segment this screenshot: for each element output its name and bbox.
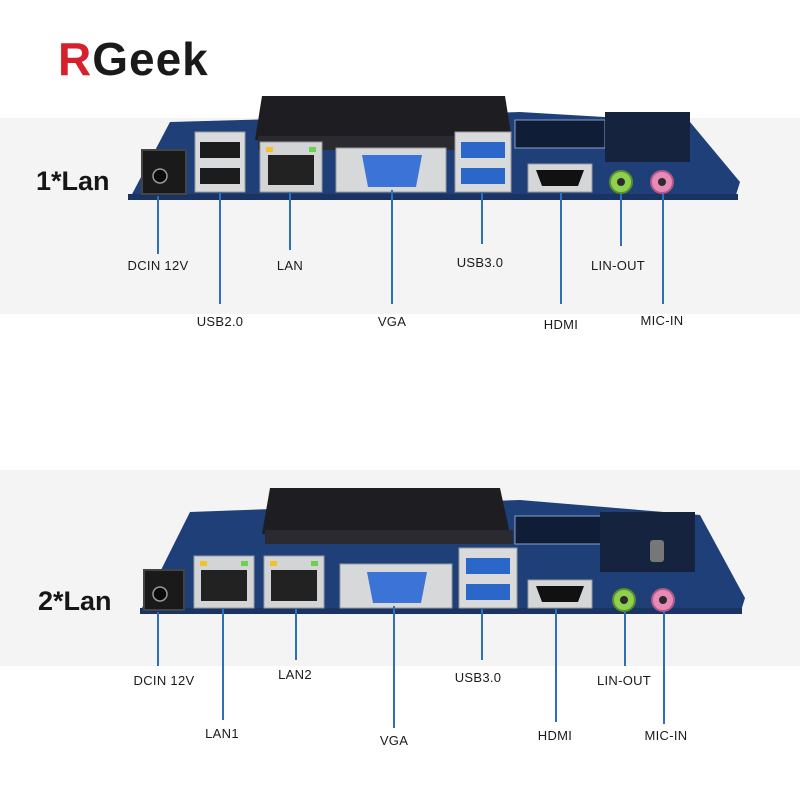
lan1-led-right: [241, 561, 248, 566]
leader-vga-2: [393, 606, 395, 728]
brand-logo-r: R: [58, 33, 93, 85]
leader-usb3-1: [481, 192, 483, 244]
lan1-socket: [201, 570, 247, 601]
label-vga-1: VGA: [377, 314, 407, 329]
leader-hdmi-2: [555, 608, 557, 722]
leader-hdmi-1: [560, 192, 562, 304]
usb2-port-bottom: [200, 168, 240, 184]
label-dcin-1: DCIN 12V: [127, 258, 189, 273]
brand-logo: RGeek: [58, 36, 209, 82]
label-lineout-2: LIN-OUT: [596, 673, 652, 688]
usb3-port-top: [466, 558, 510, 574]
label-hdmi-1: HDMI: [543, 317, 579, 332]
label-usb2: USB2.0: [196, 314, 244, 329]
m2-slot: [514, 515, 604, 545]
dc-jack-hole: [152, 586, 168, 602]
label-lan1: LAN1: [205, 726, 239, 741]
leader-dcin-1: [157, 196, 159, 254]
variant-label-2lan: 2*Lan: [38, 586, 112, 616]
heatsink-base: [265, 530, 513, 544]
heatsink: [262, 488, 510, 534]
usb3-port-bottom: [466, 584, 510, 600]
header-block: [600, 512, 695, 572]
hdmi-connector: [536, 586, 584, 602]
label-dcin-2: DCIN 12V: [133, 673, 195, 688]
leader-lan1: [222, 608, 224, 720]
mic-in-jack-hole: [659, 596, 667, 604]
m2-slot: [514, 119, 606, 149]
heatsink: [255, 96, 512, 140]
label-lan2: LAN2: [278, 667, 312, 682]
label-usb3-2: USB3.0: [454, 670, 502, 685]
usb3-port-bottom: [461, 168, 505, 184]
pcb-edge: [140, 608, 742, 614]
usb3-port-top: [461, 142, 505, 158]
leader-usb3-2: [481, 608, 483, 660]
label-hdmi-2: HDMI: [537, 728, 573, 743]
label-lineout-1: LIN-OUT: [590, 258, 646, 273]
leader-micin-1: [662, 194, 664, 304]
label-micin-1: MIC-IN: [640, 313, 684, 328]
leader-micin-2: [663, 612, 665, 724]
variant-label-1lan: 1*Lan: [36, 166, 110, 196]
line-out-jack-hole: [617, 178, 625, 186]
leader-lineout-2: [624, 612, 626, 666]
label-usb3-1: USB3.0: [456, 255, 504, 270]
leader-lan: [289, 192, 291, 250]
pcb-edge: [128, 194, 738, 200]
leader-dcin-2: [157, 612, 159, 666]
lan-led-left: [266, 147, 273, 152]
lan2-led-left: [270, 561, 277, 566]
lan-led-right: [309, 147, 316, 152]
lan1-led-left: [200, 561, 207, 566]
hdmi-connector: [536, 170, 584, 186]
dc-jack-hole: [152, 168, 168, 184]
lan-socket: [268, 155, 314, 185]
label-vga-2: VGA: [379, 733, 409, 748]
usb2-port-top: [200, 142, 240, 158]
leader-lineout-1: [620, 194, 622, 246]
brand-logo-text: Geek: [92, 33, 209, 85]
leader-usb2: [219, 192, 221, 304]
dc-jack: [143, 569, 185, 611]
lan2-led-right: [311, 561, 318, 566]
label-micin-2: MIC-IN: [644, 728, 688, 743]
mic-in-jack-hole: [658, 178, 666, 186]
capacitor: [650, 540, 664, 562]
lan2-socket: [271, 570, 317, 601]
vga-connector: [362, 155, 422, 187]
leader-vga-1: [391, 190, 393, 304]
label-lan: LAN: [276, 258, 304, 273]
line-out-jack-hole: [620, 596, 628, 604]
header-block: [605, 112, 690, 162]
vga-connector: [367, 572, 427, 603]
leader-lan2: [295, 608, 297, 660]
hdmi-shell: [527, 163, 593, 193]
